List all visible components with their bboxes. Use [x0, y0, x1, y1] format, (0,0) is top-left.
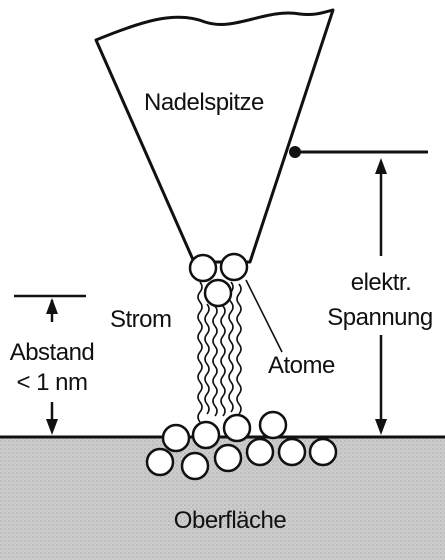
surface-atom	[191, 420, 221, 450]
tip-atom	[188, 253, 218, 283]
surface-atom	[180, 451, 210, 481]
surface-atom	[258, 410, 288, 440]
distance-label-line2: < 1 nm	[16, 369, 87, 396]
voltage-arrow	[375, 158, 387, 435]
tip-label: Nadelspitze	[144, 89, 264, 116]
current-label: Strom	[110, 306, 172, 333]
surface-atom	[222, 413, 252, 443]
surface-label: Oberfläche	[174, 507, 287, 534]
tip-atoms	[188, 252, 249, 308]
distance-arrow	[14, 294, 86, 435]
tip-atom	[203, 278, 233, 308]
surface-atoms	[145, 410, 338, 481]
distance-label-line1: Abstand	[10, 339, 95, 366]
voltage-label-line1: elektr.	[351, 269, 412, 296]
tunnel-current-lines	[197, 281, 242, 423]
atoms-pointer	[245, 279, 283, 353]
atoms-label: Atome	[268, 352, 335, 379]
surface-atom	[245, 437, 275, 467]
needle-tip	[94, 8, 335, 264]
surface-atom	[277, 437, 307, 467]
surface-atom	[161, 423, 191, 453]
contact-dot	[289, 146, 301, 158]
voltage-label-line2: Spannung	[327, 304, 432, 331]
surface-atom	[308, 437, 338, 467]
surface-atom	[213, 443, 243, 473]
tip-atom	[219, 252, 249, 282]
surface-atom	[145, 447, 175, 477]
